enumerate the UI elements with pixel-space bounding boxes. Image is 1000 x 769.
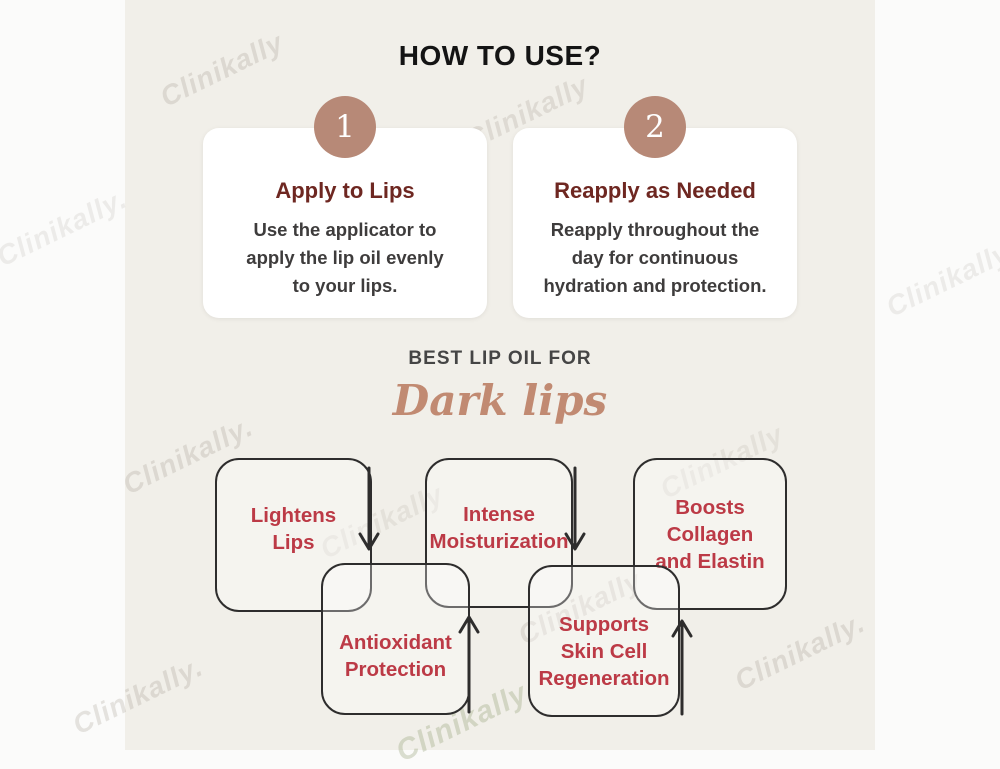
benefit-box-lightens-lips: Lightens Lips: [215, 458, 372, 612]
benefit-box-antioxidant-protection: Antioxidant Protection: [321, 563, 470, 715]
step-1-description: Use the applicator to apply the lip oil …: [246, 219, 444, 296]
step-card-2: Reapply as Needed Reapply throughout the…: [513, 128, 797, 318]
step-2-number-badge: 2: [624, 96, 686, 158]
step-1-heading: Apply to Lips: [275, 178, 415, 203]
section-kicker: BEST LIP OIL FOR: [408, 348, 592, 369]
step-2-description: Reapply throughout the day for continuou…: [543, 219, 767, 296]
benefit-label: Lightens Lips: [250, 504, 337, 554]
arrow-down-icon: [358, 466, 380, 551]
watermark-text: Clinikally: [881, 236, 1000, 323]
page-title: HOW TO USE?: [398, 40, 602, 71]
step-2-heading: Reapply as Needed: [554, 178, 756, 203]
product-target-label: Dark lips: [392, 376, 608, 425]
benefit-label: Intense Moisturization: [429, 503, 569, 553]
arrow-up-icon: [458, 615, 480, 714]
step-card-1: Apply to Lips Use the applicator to appl…: [203, 128, 487, 318]
benefit-label: Antioxidant Protection: [339, 631, 452, 681]
watermark-text: Clinikally.: [0, 182, 132, 273]
benefit-label: Boosts Collagen and Elastin: [655, 495, 765, 573]
benefit-label: Supports Skin Cell Regeneration: [538, 612, 670, 690]
arrow-up-icon: [671, 619, 693, 716]
benefit-box-skin-cell-regeneration: Supports Skin Cell Regeneration: [528, 565, 680, 717]
step-1-number-badge: 1: [314, 96, 376, 158]
cream-background-panel: [125, 0, 875, 750]
arrow-down-icon: [564, 466, 586, 551]
